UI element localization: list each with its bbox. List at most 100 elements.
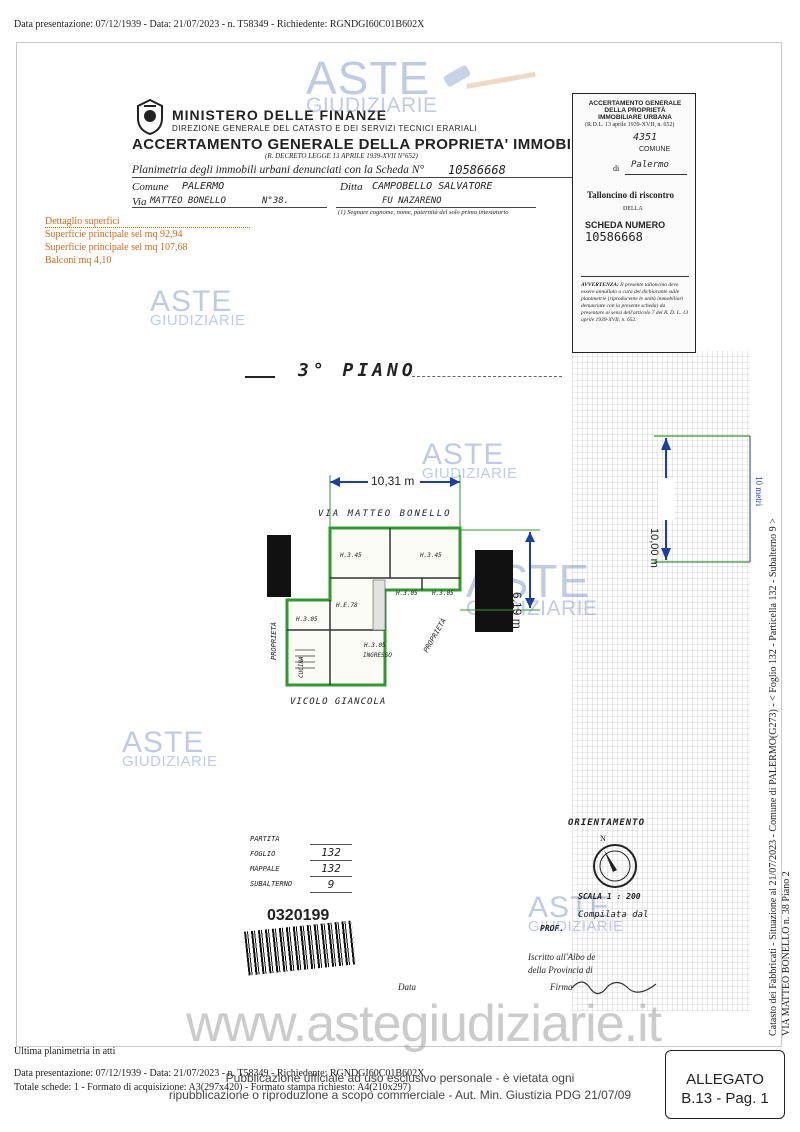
dim-width: 10,31 m [371,474,415,488]
stamp-title: ACCERTAMENTO GENERALE DELLA PROPRIETÀ IM… [588,100,682,121]
document-frame [16,42,782,1047]
footer-notice-1: Pubblicazione ufficiale ad uso esclusivo… [225,1071,575,1085]
cucina-label: CUCINA [298,656,305,678]
signature [571,981,657,995]
footer-ultima: Ultima planimetria in atti [14,1046,116,1057]
piano-rule [412,376,562,377]
catasto-value [310,830,352,845]
street-bottom: VICOLO GIANCOLA [290,697,387,707]
comune-value: PALERMO [182,181,225,192]
stamp-comune: COMUNE [639,146,671,153]
catasto-label: SUBALTERNO [250,880,293,888]
catasto-label: FOGLIO [250,850,276,858]
firma-label: Firma [550,982,573,992]
stamp-rdl: (R.D.L. 13 aprile 1939-XVII, n. 652) [585,122,675,128]
superfici-rule [45,227,250,228]
compilata-label: Compilata dal [578,910,649,920]
height-dimension [654,435,751,563]
planimetria-label: Planimetria degli immobili urbani denunc… [132,164,425,176]
stamp-avvertenza: AVVERTENZA: Il presente talloncino deve … [581,282,689,324]
superfici-item: Superficie principale sel mq 92,94 [45,229,183,240]
form-title: ACCERTAMENTO GENERALE DELLA PROPRIETA' I… [132,136,691,153]
data-label: Data [398,982,416,992]
via-value: MATTEO BONELLO [150,196,226,206]
dim-depth: 6,19 m [510,592,524,629]
provincia-label: della Provincia di [528,965,593,975]
catasto-value: 9 [310,877,352,893]
via-label: Via [132,196,147,208]
room-label: H.3.45 [340,552,362,559]
stamp-hand-2: Palermo [631,160,669,170]
stamp-scheda-numero: SCHEDA NUMERO [585,220,666,230]
stamp-della: DELLA [623,206,643,212]
footer-line-2: Totale schede: 1 - Formato di acquisizio… [14,1082,411,1093]
proprieta-left: PROPRIETÀ [270,622,278,660]
room-label: H.3.45 [420,552,442,559]
side-text-catasto: Catasto dei Fabbricati - Situazione al 2… [768,518,779,1036]
room-label: H.3.05 [364,642,386,649]
iscritto-label: Iscritto all'Albo de [528,952,596,962]
ditta-value: CAMPOBELLO SALVATORE [372,181,493,192]
comune-label: Comune [132,181,169,193]
dim-bracket: 10 metri [754,476,764,507]
catasto-value: 132 [310,861,352,877]
stamp-talloncino: Talloncino di riscontro [587,190,675,200]
stamp-di: di [613,164,620,173]
orientamento-label: ORIENTAMENTO [568,818,646,828]
stamp-line [625,174,687,175]
catasto-values: 132 132 9 [310,830,352,893]
decreto-text: (R. DECRETO LEGGE 13 APRILE 1939-XVII N°… [265,152,418,160]
superfici-title: Dettaglio superfici [45,216,120,227]
room-label: H.E.78 [336,602,358,609]
scan-texture [572,351,750,1011]
room-label: H.3.05 [396,590,418,597]
ditta-value-2: FU NAZARENO [382,196,442,206]
allegato-page: B.13 - Pag. 1 [681,1090,769,1107]
form-line [132,207,327,208]
side-text-address: VIA MATTEO BONELLO n. 38 Piano 2 [781,871,792,1036]
gavel-icon [443,65,536,89]
ditta-label: Ditta [340,181,363,193]
piano-rule [245,376,275,378]
form-line [132,177,572,178]
stamp-hand-1: 4351 [633,132,658,143]
ingresso-label: INGRESSO [363,652,392,659]
stamp-avvertenza-title: AVVERTENZA: [581,282,619,288]
page-header: Data presentazione: 07/12/1939 - Data: 2… [14,19,425,30]
room-label: H.3.05 [432,590,454,597]
direzione-text: DIREZIONE GENERALE DEL CATASTO E DEI SER… [172,124,478,133]
street-top: VIA MATTEO BONELLO [318,509,452,519]
dim-height: 10,00 m [648,528,660,568]
form-line [336,207,536,208]
ministry-title: MINISTERO DELLE FINANZE [172,107,388,123]
room-label: H.3.05 [296,616,318,623]
allegato-label: ALLEGATO [686,1071,764,1088]
footer-line-1: Data presentazione: 07/12/1939 - Data: 2… [14,1068,425,1079]
piano-label: 3° PIANO [298,360,417,381]
compass-icon [593,844,637,888]
civico-value: N°38. [262,196,290,206]
stamp-scheda-value: 10586668 [585,230,643,244]
catasto-table: PARTITA FOGLIO MAPPALE SUBALTERNO [250,832,292,892]
footnote: (1) Segnare cognome, nome, paternità del… [338,209,509,216]
prof-label: PROF. [540,924,565,933]
catasto-label: MAPPALE [250,865,280,873]
superfici-item: Balconi mq 4,10 [45,255,112,266]
scheda-number: 10586668 [448,163,506,177]
allegato-box: ALLEGATO B.13 - Pag. 1 [665,1050,785,1119]
north-label: N [600,834,606,843]
emblem-icon [137,98,163,136]
watermark-site: www.astegiudiziarie.it [186,995,662,1053]
footer-notice-2: ripubblicazione o riproduzione a scopo c… [168,1088,632,1102]
scala-label: SCALA 1 : 200 [578,892,641,901]
stamp-avvertenza-text: Il presente talloncino deve essere annul… [581,282,689,323]
barcode-number: 0320199 [267,907,330,924]
talloncino-stamp: ACCERTAMENTO GENERALE DELLA PROPRIETÀ IM… [572,93,696,353]
superfici-item: Superficie principale sel mq 107,68 [45,242,188,253]
stamp-line [581,276,689,277]
